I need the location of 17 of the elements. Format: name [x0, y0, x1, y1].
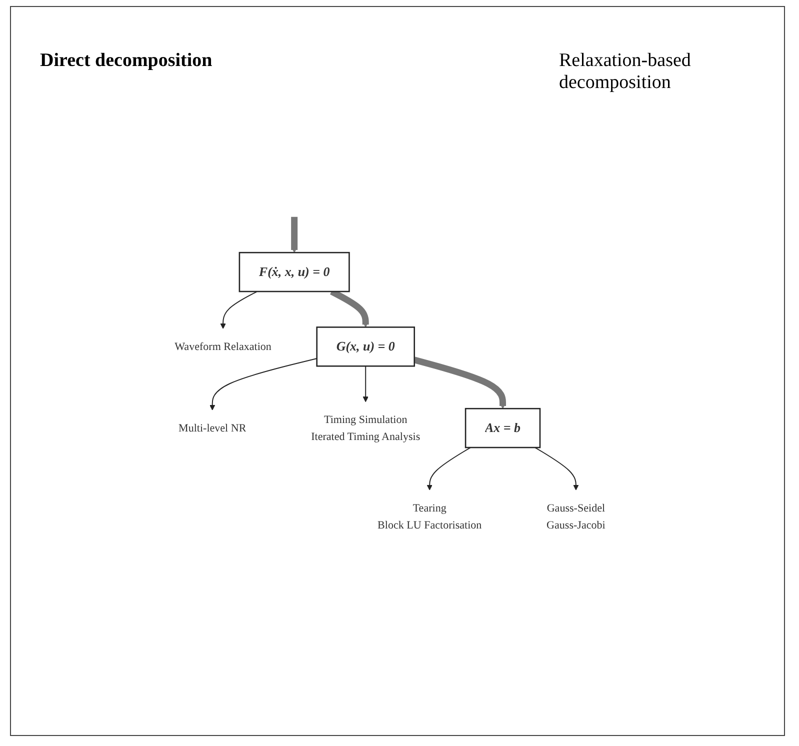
node-text: Waveform Relaxation	[174, 340, 272, 353]
node-box: Ax = b	[464, 408, 541, 448]
arrow	[362, 366, 368, 402]
node-box: F(ẋ, x, u) = 0	[238, 252, 350, 292]
arrow	[210, 358, 318, 410]
node-text: Tearing Block LU Factorisation	[378, 502, 482, 531]
node-text: Timing Simulation Iterated Timing Analysis	[311, 413, 420, 442]
arrow	[414, 356, 506, 409]
arrow	[220, 291, 258, 329]
node-text: Gauss-Seidel Gauss-Jacobi	[546, 502, 606, 531]
column-heading: Direct decomposition	[40, 50, 214, 72]
node-text: Multi-level NR	[178, 422, 246, 434]
arrow	[534, 447, 579, 490]
node-box: G(x, u) = 0	[316, 326, 415, 367]
column-heading: Relaxation-based decomposition	[559, 50, 692, 94]
arrow	[426, 447, 471, 490]
arrow	[291, 216, 298, 253]
